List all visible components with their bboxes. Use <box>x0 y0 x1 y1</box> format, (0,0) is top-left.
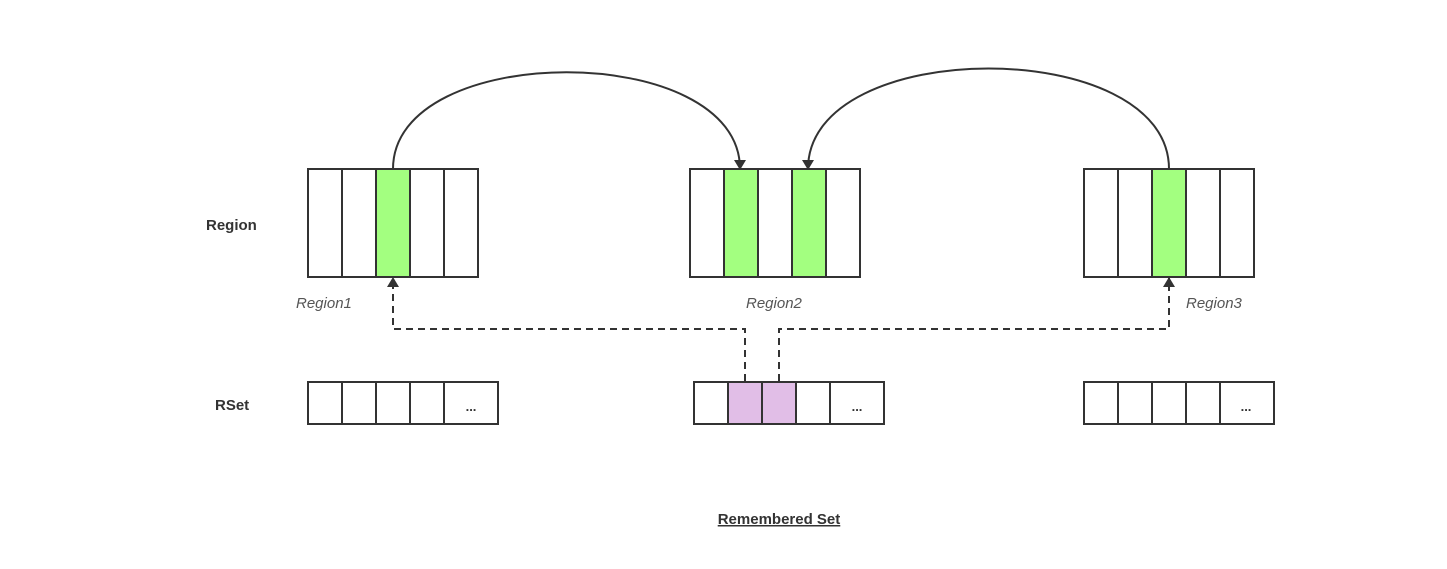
diagram-caption: Remembered Set <box>718 511 841 528</box>
rset-entry <box>1151 381 1187 425</box>
rset-entry <box>1185 381 1221 425</box>
region-card <box>1219 168 1255 278</box>
rset-entry-filled <box>727 381 763 425</box>
rset-entry <box>1083 381 1119 425</box>
rset-1 <box>307 381 499 425</box>
rset-pointer-to-region3 <box>778 277 1175 381</box>
region-card <box>1083 168 1119 278</box>
rset-3 <box>1083 381 1275 425</box>
rset-entry-more <box>829 381 885 425</box>
region-card <box>689 168 725 278</box>
region-card <box>443 168 479 278</box>
region-3 <box>1083 168 1255 278</box>
region-3-name: Region3 <box>1186 295 1243 312</box>
region-card-referenced <box>791 168 827 278</box>
rset-pointer-to-region1 <box>387 277 746 381</box>
rset-2-ellipsis: ... <box>852 399 863 414</box>
rset-entry <box>409 381 445 425</box>
region-card <box>1117 168 1153 278</box>
rset-2 <box>693 381 885 425</box>
reference-arrow-region1-to-region2 <box>392 71 746 170</box>
rset-entry <box>341 381 377 425</box>
rset-entry-more <box>1219 381 1275 425</box>
region-1 <box>307 168 479 278</box>
region-1-name: Region1 <box>296 295 352 312</box>
region-card-referenced <box>375 168 411 278</box>
rset-1-ellipsis: ... <box>466 399 477 414</box>
region-card-referenced <box>723 168 759 278</box>
region-2 <box>689 168 861 278</box>
rset-row-label: RSet <box>215 397 249 414</box>
region-card <box>825 168 861 278</box>
rset-entry-filled <box>761 381 797 425</box>
region-card <box>409 168 445 278</box>
region-card-referenced <box>1151 168 1187 278</box>
region-2-name: Region2 <box>746 295 803 312</box>
rset-3-ellipsis: ... <box>1241 399 1252 414</box>
reference-arrow-region3-to-region2 <box>802 67 1170 170</box>
rset-entry-more <box>443 381 499 425</box>
rset-entry <box>375 381 411 425</box>
region-card <box>341 168 377 278</box>
rset-entry <box>693 381 729 425</box>
rset-entry <box>1117 381 1153 425</box>
rset-entry <box>307 381 343 425</box>
region-card <box>757 168 793 278</box>
region-card <box>1185 168 1221 278</box>
region-row-label: Region <box>206 217 257 234</box>
region-card <box>307 168 343 278</box>
rset-entry <box>795 381 831 425</box>
